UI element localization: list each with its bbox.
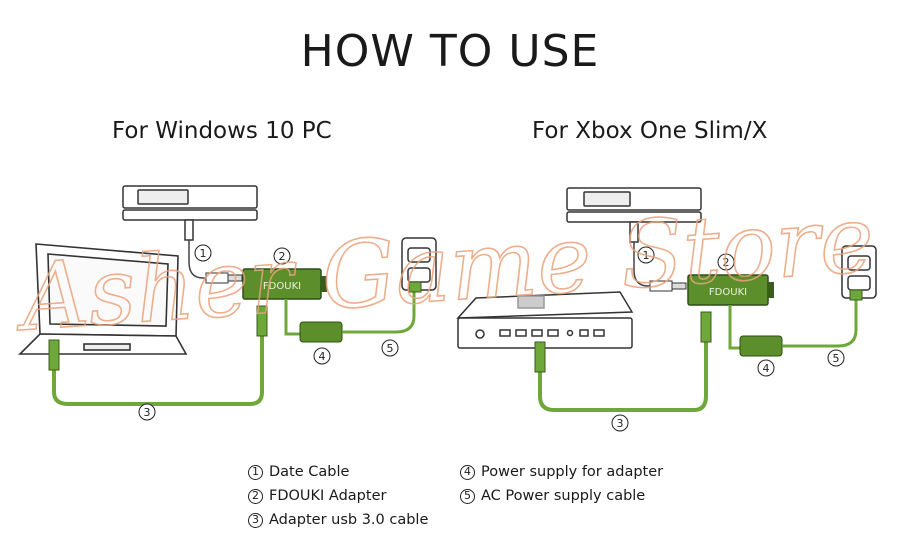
legend-label: AC Power supply cable	[481, 488, 646, 504]
legend-number: 2	[248, 488, 263, 504]
svg-text:2: 2	[279, 250, 286, 263]
svg-text:3: 3	[144, 406, 151, 419]
svg-text:2: 2	[723, 256, 730, 269]
legend-item-date-cable: 1 Date Cable	[248, 460, 428, 484]
callout-4-right: 4	[757, 359, 775, 377]
callout-5-left: 5	[381, 339, 399, 357]
callout-3-left: 3	[138, 403, 156, 421]
legend-label: Power supply for adapter	[481, 464, 664, 480]
legend-label: Date Cable	[269, 464, 350, 480]
svg-text:1: 1	[643, 249, 650, 262]
laptop	[18, 243, 188, 355]
legend-item-adapter: 2 FDOUKI Adapter	[248, 484, 428, 508]
legend-number: 4	[460, 464, 475, 480]
svg-text:1: 1	[200, 247, 207, 260]
kinect-data-cable-left	[188, 240, 216, 279]
svg-text:4: 4	[319, 350, 326, 363]
usb3-cable-right	[538, 340, 708, 412]
subtitle-windows: For Windows 10 PC	[112, 118, 332, 144]
callout-1-left: 1	[194, 244, 212, 262]
adapter-label-right: FDOUKI	[709, 287, 747, 298]
legend-number: 5	[460, 488, 475, 504]
power-brick-right	[739, 335, 783, 357]
adapter-label-left: FDOUKI	[263, 281, 301, 292]
adapter-power-cable-right	[728, 305, 742, 350]
legend-item-ac-cable: 5 AC Power supply cable	[460, 484, 663, 508]
legend-left: 1 Date Cable 2 FDOUKI Adapter 3 Adapter …	[248, 460, 428, 532]
adapter-power-cable-left	[284, 299, 304, 336]
callout-2-right: 2	[717, 253, 735, 271]
legend-number: 1	[248, 464, 263, 480]
legend-label: Adapter usb 3.0 cable	[269, 512, 429, 528]
fdouki-adapter-right: FDOUKI	[687, 274, 774, 306]
callout-4-left: 4	[313, 347, 331, 365]
callout-3-right: 3	[611, 414, 629, 432]
page-title: HOW TO USE	[300, 26, 600, 77]
xbox-console	[456, 291, 634, 349]
legend-number: 3	[248, 512, 263, 528]
subtitle-xbox: For Xbox One Slim/X	[532, 118, 768, 144]
callout-5-right: 5	[827, 349, 845, 367]
callout-2-left: 2	[273, 247, 291, 265]
ac-cable-left	[342, 290, 416, 334]
fdouki-adapter-left: FDOUKI	[242, 268, 327, 300]
svg-text:4: 4	[763, 362, 770, 375]
kinect-sensor-left	[122, 185, 258, 241]
callout-1-right: 1	[637, 246, 655, 264]
svg-text:5: 5	[387, 342, 394, 355]
legend-right: 4 Power supply for adapter 5 AC Power su…	[460, 460, 663, 508]
kinect-sensor-right	[566, 187, 702, 243]
svg-text:3: 3	[617, 417, 624, 430]
legend-item-usb-cable: 3 Adapter usb 3.0 cable	[248, 508, 428, 532]
ac-cable-right	[782, 300, 858, 348]
legend-item-power-supply: 4 Power supply for adapter	[460, 460, 663, 484]
kinect-data-cable-right	[633, 242, 652, 287]
callouts: 1 2 3 4 5 1 2 3 4 5	[138, 244, 845, 432]
svg-text:5: 5	[833, 352, 840, 365]
legend-label: FDOUKI Adapter	[269, 488, 387, 504]
usb3-cable-left	[52, 312, 264, 406]
